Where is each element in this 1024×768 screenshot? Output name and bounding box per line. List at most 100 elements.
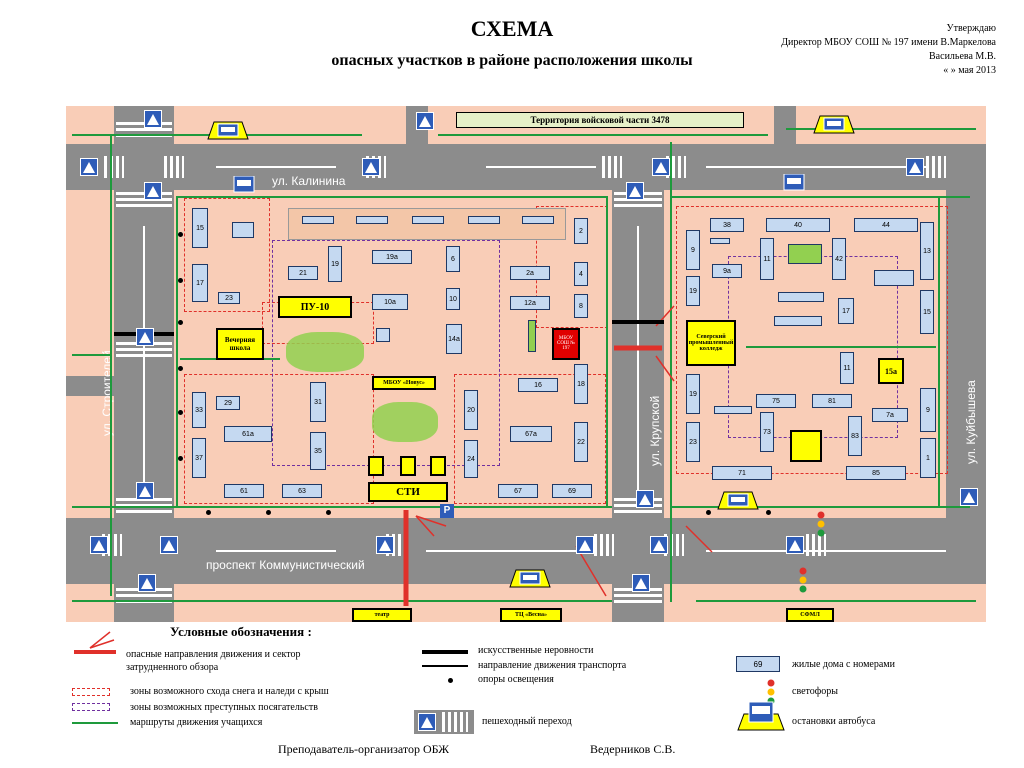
- house: [468, 216, 500, 224]
- house: 16: [518, 378, 558, 392]
- legend-bumps: искусственные неровности: [478, 645, 594, 656]
- house: 24: [464, 440, 478, 478]
- house: [714, 406, 752, 414]
- student-route: [746, 346, 936, 348]
- house: 37: [192, 438, 206, 478]
- sti-wing: [400, 456, 416, 476]
- crossing-zebra: [104, 156, 124, 178]
- legend-danger: опасные направления движения и сектор за…: [126, 649, 301, 673]
- page-title: СХЕМА: [470, 16, 554, 41]
- crossing-zebra: [602, 156, 622, 178]
- legend-traffic: направление движения транспорта: [478, 660, 627, 671]
- road-side: [66, 376, 114, 396]
- traffic-light-icon: [817, 511, 825, 537]
- road-kuybysheva: [946, 190, 986, 518]
- map-area: ул. Калинина проспект Коммунистический у…: [66, 106, 986, 622]
- student-route: [110, 136, 112, 596]
- house: 9: [686, 230, 700, 270]
- house: [710, 238, 730, 244]
- house: 7a: [872, 408, 908, 422]
- lane-mark: [486, 166, 596, 168]
- snow-zone: [454, 374, 606, 504]
- crossing-zebra: [164, 156, 184, 178]
- sti-building: СТИ: [368, 482, 448, 502]
- house: 31: [310, 382, 326, 422]
- speed-bump: [612, 320, 664, 324]
- house: 10a: [372, 294, 408, 310]
- legend-bus-stops: остановки автобуса: [792, 716, 876, 727]
- house: 29: [216, 396, 240, 410]
- house: 23: [218, 292, 240, 304]
- approval-block: Утверждаю Директор МБОУ СОШ № 197 имени …: [736, 22, 996, 78]
- student-route: [670, 506, 970, 508]
- house: [412, 216, 444, 224]
- house-legend-icon: 69: [736, 656, 780, 672]
- house: 81: [812, 394, 852, 408]
- crossing-zebra: [664, 534, 684, 556]
- light-pole: [266, 510, 271, 515]
- house: 40: [766, 218, 830, 232]
- house: 17: [838, 298, 854, 324]
- crossing-sign-icon: [650, 536, 668, 554]
- legend-routes: маршруты движения учащихся: [130, 717, 263, 728]
- crossing-sign-icon: [786, 536, 804, 554]
- house: [774, 316, 822, 326]
- house: 61a: [224, 426, 272, 442]
- crossing-sign-icon: [376, 536, 394, 554]
- light-pole: [178, 232, 183, 237]
- page-subtitle: опасных участков в районе расположения ш…: [331, 52, 693, 69]
- crossing-sign-icon: [144, 110, 162, 128]
- lane-mark: [706, 550, 946, 552]
- crossing-sign-icon: [636, 490, 654, 508]
- sfml-label: СФМЛ: [786, 608, 834, 622]
- house: [874, 270, 914, 286]
- legend-crime: зоны возможных преступных посягательств: [130, 702, 318, 713]
- crossing-sign-icon: [576, 536, 594, 554]
- crossing-sign-icon: [418, 713, 436, 731]
- house: 11: [840, 352, 854, 384]
- house: 19: [686, 374, 700, 414]
- house: 44: [854, 218, 918, 232]
- house: 19а: [372, 250, 412, 264]
- house: 10: [446, 288, 460, 310]
- pu10-building: ПУ-10: [278, 296, 352, 318]
- light-pole-legend-icon: [448, 678, 453, 683]
- street-kommunistichesky: проспект Коммунистический: [206, 558, 365, 572]
- crossing-sign-icon: [960, 488, 978, 506]
- house: 63: [282, 484, 322, 498]
- light-pole: [178, 410, 183, 415]
- house: 71: [712, 466, 772, 480]
- bus-stop-legend-icon: [737, 701, 785, 731]
- approval-line: Директор МБОУ СОШ № 197 имени В.Маркелов…: [781, 37, 996, 48]
- light-pole: [206, 510, 211, 515]
- student-route: [938, 196, 940, 506]
- military-block: [288, 208, 566, 240]
- snow-zone: [184, 198, 270, 312]
- light-pole: [706, 510, 711, 515]
- house: 9a: [712, 264, 742, 278]
- house: 6: [446, 246, 460, 272]
- snow-zone-legend-icon: [72, 688, 110, 696]
- approval-line: Утверждаю: [946, 23, 996, 34]
- house: 13: [920, 222, 934, 280]
- legend-snow: зоны возможного схода снега и наледи с к…: [130, 686, 329, 697]
- crossing-sign-icon: [362, 158, 380, 176]
- bus-stop-icon: [233, 176, 255, 193]
- house: 1: [920, 438, 936, 478]
- house: 42: [832, 238, 846, 280]
- light-pole: [178, 456, 183, 461]
- house: 2: [574, 218, 588, 244]
- house: 19: [328, 246, 342, 282]
- house: 19: [686, 276, 700, 306]
- crossing-sign-icon: [652, 158, 670, 176]
- parking-sign: P: [440, 504, 454, 518]
- house: 12a: [510, 296, 550, 310]
- crossing-zebra: [116, 342, 172, 358]
- tc-vesna-label: ТЦ «Весна»: [500, 608, 562, 622]
- house: 15: [920, 290, 934, 334]
- crossing-sign-icon: [906, 158, 924, 176]
- footer-name: Ведерников С.В.: [590, 742, 676, 756]
- house: [302, 216, 334, 224]
- student-route: [176, 196, 178, 506]
- house: 85: [846, 466, 906, 480]
